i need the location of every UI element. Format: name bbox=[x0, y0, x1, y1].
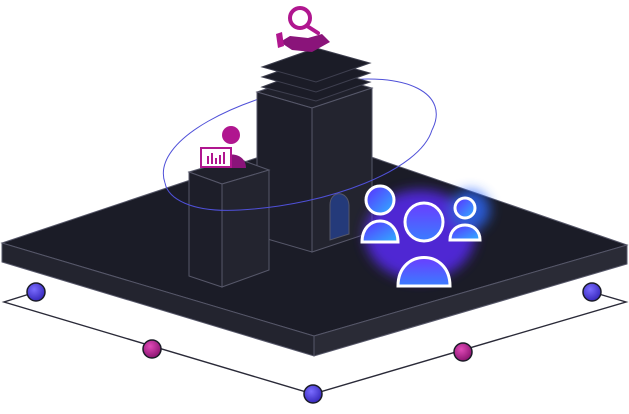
network-nodes bbox=[26, 282, 602, 404]
node-bottom bbox=[303, 384, 323, 404]
person-at-monitor-icon bbox=[200, 126, 246, 168]
short-tower bbox=[187, 157, 271, 288]
magnifier-hand-icon bbox=[276, 6, 330, 52]
node-front-left bbox=[142, 339, 162, 359]
node-front-right bbox=[453, 342, 473, 362]
doorway-icon bbox=[329, 193, 350, 241]
group-of-people-icon bbox=[360, 184, 482, 288]
layer-stack bbox=[260, 47, 372, 102]
node-right bbox=[582, 282, 602, 302]
node-left bbox=[26, 282, 46, 302]
platform-right-side bbox=[313, 244, 628, 357]
orbit-front bbox=[164, 129, 433, 211]
